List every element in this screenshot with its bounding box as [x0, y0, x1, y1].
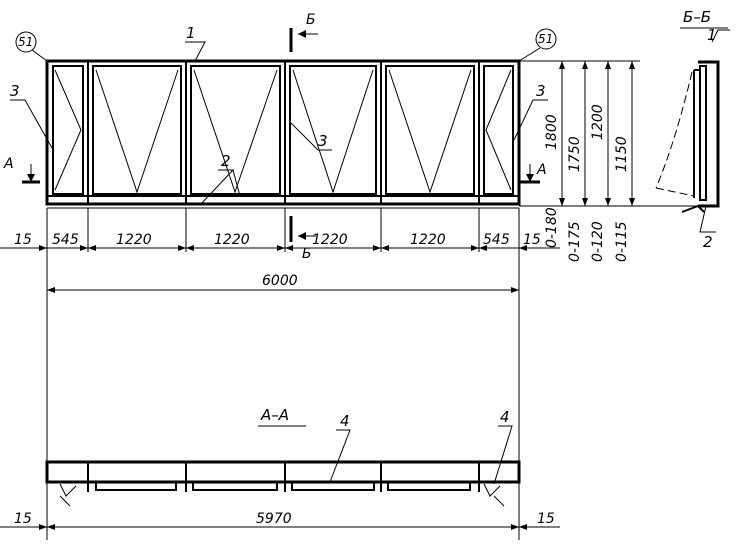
outer-frame — [45, 59, 521, 206]
section-b-marks: Б Б — [289, 12, 318, 262]
section-aa-ref-sill-mid: 4 — [340, 412, 350, 430]
dim-panel-5: 1220 — [410, 232, 446, 248]
ref-sash-right-label: 3 — [536, 82, 546, 100]
node-circle-left — [15, 31, 37, 53]
dim-edge-right: 15 — [523, 232, 541, 248]
section-b-bottom-letter: Б — [302, 246, 312, 262]
dim-height-2: 1750 — [567, 136, 583, 172]
section-a-marks: А А — [3, 156, 547, 184]
ref-frame-label: 1 — [186, 24, 196, 42]
dim-panel-1: 545 — [52, 232, 79, 248]
sash-2 — [92, 65, 182, 195]
sash-1 — [52, 65, 84, 195]
sash-4 — [289, 65, 377, 195]
sash-3 — [190, 65, 281, 195]
node-left-label: 51 — [18, 35, 33, 49]
node-circle-right — [535, 28, 557, 50]
dim-height-3: 1200 — [590, 104, 606, 140]
section-bb-ref-transom: 2 — [703, 233, 713, 251]
dim-height-4: 1150 — [614, 136, 630, 172]
dim-range-1: 0-180 — [544, 207, 560, 248]
ref-sash-left-label: 3 — [10, 82, 20, 100]
section-a-right-letter: А — [536, 162, 547, 178]
dim-edge-left: 15 — [14, 232, 32, 248]
ref-sash-middle-label: 3 — [318, 132, 328, 150]
dim-range-2: 0-175 — [567, 221, 583, 262]
dim-panel-4: 1220 — [312, 232, 348, 248]
section-bb-ref-frame: 1 — [707, 26, 717, 44]
dim-range-3: 0-120 — [590, 221, 606, 262]
width-dimensions: 15 545 1220 1220 1220 1220 545 15 6000 — [0, 208, 560, 540]
dim-aa-edge-left: 15 — [14, 511, 32, 527]
reference-leaders: 1 3 3 3 2 51 51 — [10, 24, 557, 206]
section-aa-sills — [95, 481, 471, 491]
section-aa: А–А 4 4 15 5970 15 — [0, 406, 560, 530]
dim-panel-2: 1220 — [116, 232, 152, 248]
dim-total: 6000 — [262, 273, 298, 289]
height-dimensions: 1800 1750 1200 1150 0-180 0-175 0-120 0-… — [519, 60, 700, 262]
section-bb-title: Б–Б — [683, 8, 711, 26]
section-a-left-letter: А — [3, 156, 14, 172]
node-right-label: 51 — [538, 32, 553, 46]
section-b-top-letter: Б — [306, 12, 316, 28]
sash-5 — [385, 65, 475, 195]
section-aa-mullions — [87, 462, 480, 492]
section-aa-ref-sill-right: 4 — [500, 408, 510, 426]
sashes — [52, 65, 514, 195]
dim-range-4: 0-115 — [614, 221, 630, 262]
section-aa-title: А–А — [260, 406, 289, 424]
dim-aa-total: 5970 — [256, 511, 292, 527]
sash-6 — [483, 65, 514, 195]
dim-aa-edge-right: 15 — [537, 511, 555, 527]
dim-height-1: 1800 — [544, 114, 560, 150]
dim-panel-3: 1220 — [214, 232, 250, 248]
panel-dividers — [87, 61, 480, 204]
window-elevation: 1 3 3 3 2 51 51 Б Б — [3, 12, 557, 262]
section-bb: Б–Б 1 2 — [655, 8, 730, 251]
opening-lines — [54, 69, 512, 194]
dim-panel-6: 545 — [483, 232, 510, 248]
ref-transom-label: 2 — [221, 152, 231, 170]
